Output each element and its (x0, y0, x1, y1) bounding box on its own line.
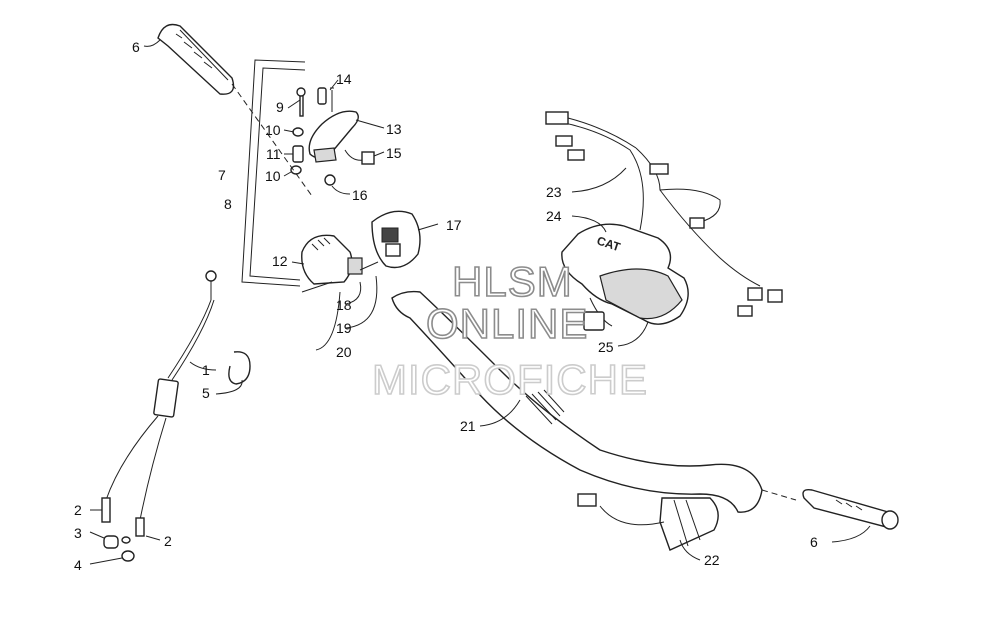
callout-10-upper: 10 (265, 122, 281, 138)
switch-housing-right (371, 210, 421, 269)
right-grip (802, 488, 899, 530)
callout-20: 20 (336, 344, 352, 360)
callout-2-left: 2 (74, 502, 82, 518)
callouts: 6 14 9 10 13 11 15 7 10 16 8 17 12 18 19… (74, 39, 818, 573)
bracket-lines (241, 59, 306, 287)
watermark-line-3: MICROFICHE (372, 356, 648, 403)
leader-lines (89, 39, 871, 565)
callout-5: 5 (202, 385, 210, 401)
callout-15: 15 (386, 145, 402, 161)
callout-18: 18 (336, 297, 352, 313)
callout-21: 21 (460, 418, 476, 434)
callout-24: 24 (546, 208, 562, 224)
handlebar-pad: CAT (561, 223, 689, 331)
callout-9: 9 (276, 99, 284, 115)
callout-22: 22 (704, 552, 720, 568)
watermark-line-2: ONLINE (426, 300, 588, 347)
callout-23: 23 (546, 184, 562, 200)
callout-12: 12 (272, 253, 288, 269)
handlebar (391, 290, 763, 513)
watermark: HLSM ONLINE MICROFICHE (371, 257, 648, 404)
callout-25: 25 (598, 339, 614, 355)
callout-17: 17 (446, 217, 462, 233)
callout-4: 4 (74, 557, 82, 573)
heater-element (577, 493, 719, 551)
callout-1: 1 (202, 362, 210, 378)
left-grip (157, 23, 235, 95)
watermark-line-1: HLSM (452, 258, 573, 305)
callout-14: 14 (336, 71, 352, 87)
callout-2-right: 2 (164, 533, 172, 549)
switch-housing-left (301, 234, 379, 293)
callout-3: 3 (74, 525, 82, 541)
callout-19: 19 (336, 320, 352, 336)
callout-10-lower: 10 (265, 168, 281, 184)
callout-6-right: 6 (810, 534, 818, 550)
callout-6-left: 6 (132, 39, 140, 55)
callout-13: 13 (386, 121, 402, 137)
wire-harness (545, 111, 783, 317)
callout-7: 7 (218, 167, 226, 183)
throttle-cable (101, 270, 251, 562)
throttle-block (290, 87, 375, 186)
callout-11: 11 (266, 146, 281, 162)
callout-16: 16 (352, 187, 368, 203)
callout-8: 8 (224, 196, 232, 212)
